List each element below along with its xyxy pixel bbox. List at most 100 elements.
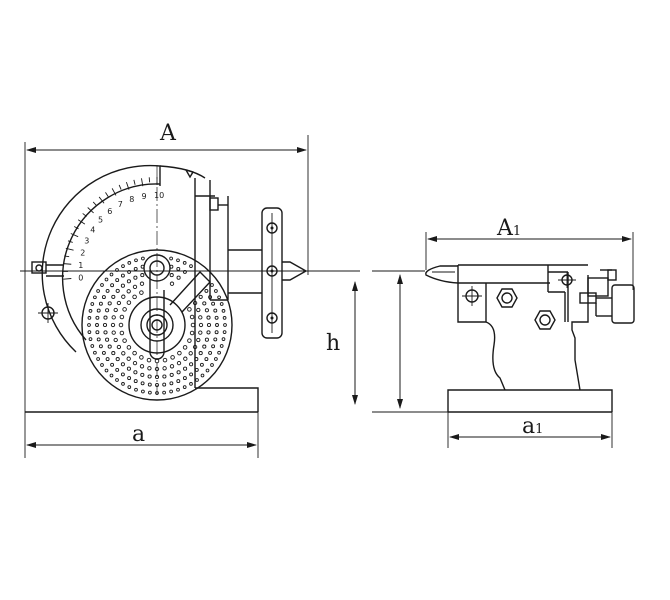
index-hole <box>189 330 195 336</box>
scale-tick-mark <box>118 184 122 190</box>
index-hole <box>222 316 227 320</box>
index-hole <box>198 315 203 320</box>
index-hole <box>126 300 132 305</box>
holder-screw-top <box>266 222 278 234</box>
index-hole <box>96 357 100 361</box>
index-hole <box>111 315 116 320</box>
side-view: A1 h <box>326 216 635 448</box>
index-hole <box>176 379 181 384</box>
index-hole <box>182 261 187 265</box>
index-hole <box>100 283 104 287</box>
index-hole <box>208 295 213 300</box>
index-hole <box>115 367 120 372</box>
index-hole <box>111 351 116 356</box>
index-hole <box>115 288 120 293</box>
index-hole <box>182 385 187 389</box>
index-hole <box>120 273 125 278</box>
index-hole <box>115 378 119 382</box>
index-hole <box>188 351 193 356</box>
index-hole <box>141 256 145 261</box>
index-hole <box>122 307 127 312</box>
index-hole <box>198 330 203 335</box>
dimension-A: A <box>24 121 309 458</box>
index-hole <box>133 266 138 271</box>
index-hole <box>120 372 125 377</box>
index-hole <box>109 272 114 277</box>
index-hole <box>126 366 131 371</box>
index-hole <box>192 344 198 350</box>
index-hole <box>189 362 194 367</box>
index-hole <box>133 379 138 384</box>
index-hole <box>213 337 218 342</box>
index-hole <box>147 382 152 387</box>
index-hole <box>132 350 137 356</box>
index-hole <box>162 366 167 371</box>
index-hole <box>88 337 93 341</box>
side-body <box>457 264 589 391</box>
index-hole <box>121 294 126 299</box>
index-hole <box>120 283 125 288</box>
index-hole <box>169 381 174 386</box>
scale-tick-mark <box>133 179 136 185</box>
index-hole <box>88 309 93 313</box>
index-hole <box>126 279 131 284</box>
index-hole <box>221 337 226 341</box>
index-hole <box>111 330 116 335</box>
index-hole <box>105 288 110 293</box>
index-hole <box>148 390 152 395</box>
index-hole <box>126 356 131 361</box>
index-hole <box>202 344 207 349</box>
index-hole <box>211 344 216 349</box>
index-hole <box>155 391 159 395</box>
index-hole <box>155 383 159 387</box>
index-hole <box>87 323 91 327</box>
index-hole <box>95 323 99 327</box>
base-plate <box>25 387 259 458</box>
index-hole <box>134 258 138 263</box>
index-hole <box>119 314 125 320</box>
index-hole <box>206 315 211 320</box>
index-hole <box>104 277 109 282</box>
index-hole <box>204 337 209 342</box>
scale-tick-label: 0 <box>78 274 83 283</box>
index-hole <box>126 289 131 294</box>
index-hole <box>102 322 108 328</box>
index-hole <box>113 307 118 313</box>
scale-tick-mark <box>67 240 73 243</box>
index-hole <box>98 344 103 349</box>
scale-tick-mark <box>65 247 74 251</box>
index-hole <box>189 314 195 320</box>
index-hole <box>204 308 209 313</box>
index-hole <box>214 330 219 335</box>
index-hole <box>127 269 132 274</box>
index-hole <box>100 363 104 367</box>
index-hole <box>176 360 182 366</box>
index-hole <box>198 294 203 299</box>
index-hole <box>211 301 216 306</box>
scale-tick-mark <box>64 255 70 258</box>
index-hole <box>169 364 175 369</box>
index-hole <box>176 266 181 271</box>
index-hole <box>96 308 101 313</box>
index-hole <box>90 344 95 348</box>
index-hole <box>214 357 218 361</box>
index-plate <box>81 249 233 401</box>
scale-tick-label: 3 <box>84 237 89 246</box>
index-hole <box>214 289 218 293</box>
index-hole <box>110 283 115 288</box>
index-hole <box>176 258 180 263</box>
scale-tick-mark <box>63 278 72 280</box>
index-hole <box>107 301 112 306</box>
index-hole <box>194 357 199 362</box>
holder-screw-bottom <box>266 312 278 324</box>
scale-tick-mark <box>92 201 97 206</box>
index-hole <box>162 357 168 363</box>
side-bolt-left <box>462 286 482 306</box>
index-hole <box>215 323 219 327</box>
index-hole <box>198 322 204 328</box>
index-hole <box>140 372 145 377</box>
index-hole <box>162 374 167 379</box>
